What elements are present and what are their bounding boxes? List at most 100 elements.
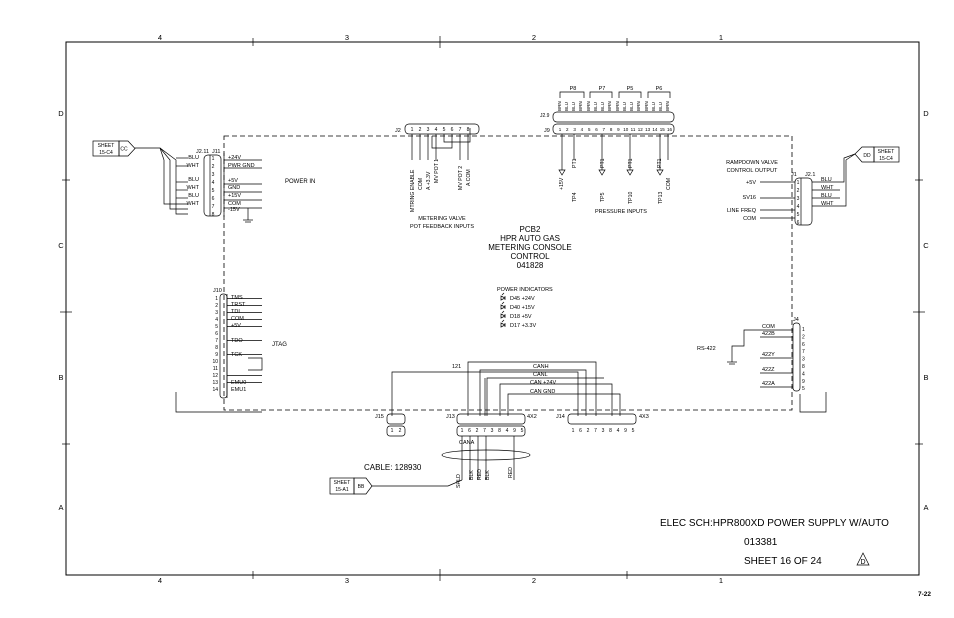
signal-label: COM — [228, 201, 241, 207]
pin-number: 2 — [566, 127, 569, 132]
svg-text:1: 1 — [391, 428, 394, 434]
pin-number: 5 — [521, 428, 524, 434]
wire-color: WHT — [821, 201, 834, 207]
pin-number: 5 — [215, 324, 218, 330]
row-label: A — [58, 503, 63, 512]
signal-label: A COM — [466, 169, 472, 186]
signal-label: PT1 — [600, 158, 606, 168]
svg-text:3: 3 — [212, 172, 215, 178]
pcb-title-line: METERING CONSOLE — [488, 243, 572, 252]
signal-label: PT1 — [572, 158, 578, 168]
led-label: D40 +15V — [510, 305, 535, 311]
pin-number: 7 — [483, 428, 486, 434]
signal-label: -15V — [228, 207, 240, 213]
pcb-part-number: 041828 — [517, 261, 544, 270]
svg-text:1: 1 — [411, 127, 414, 133]
pin-number: 8 — [802, 364, 805, 370]
metering-label: POT FEEDBACK INPUTS — [410, 224, 474, 230]
svg-text:5: 5 — [443, 127, 446, 133]
col-label: 4 — [158, 576, 162, 585]
signal-label: MV POT 2 — [458, 166, 464, 190]
test-point: TP13 — [658, 191, 664, 204]
pin-number: 7 — [215, 338, 218, 344]
pin-number: 4 — [802, 371, 805, 377]
connector-label: J14 — [556, 414, 565, 420]
wire-color: BLU — [658, 102, 663, 111]
cana-label: CANA — [459, 440, 475, 446]
wire-color: BLU — [821, 177, 832, 183]
signal-label: COM — [666, 178, 672, 190]
pin-number: 5 — [588, 127, 591, 132]
grid-row-labels-right: D C B A — [923, 109, 929, 512]
revision-letter: D — [860, 559, 865, 566]
signal-label: PT1 — [628, 158, 634, 168]
signal-label: 422Y — [762, 352, 775, 358]
wire-color: SHLD — [456, 474, 462, 488]
col-label: 1 — [719, 576, 723, 585]
pin-number: 13 — [212, 380, 218, 386]
jtag-label: JTAG — [272, 342, 287, 348]
signal-label: GND — [228, 185, 240, 191]
signal-label: TRST — [231, 302, 246, 308]
col-label: 3 — [345, 576, 349, 585]
harness-label: J2.11 — [196, 149, 209, 155]
svg-text:2: 2 — [399, 428, 402, 434]
pin-number: 2 — [476, 428, 479, 434]
pin-number: 11 — [213, 366, 218, 372]
pin-number: 10 — [623, 127, 629, 132]
sheet-ref-tag: DD — [863, 153, 871, 159]
wire-color: BLU — [188, 193, 199, 199]
pin-number: 9 — [617, 127, 620, 132]
pin-number: 3 — [602, 428, 605, 434]
wire-color: BLK — [469, 470, 475, 480]
wire-color: BLU — [571, 102, 576, 111]
sheet-ref-label: SHEET — [98, 143, 115, 149]
pin-number: 15 — [660, 127, 666, 132]
signal-label: MV POT 1 — [434, 159, 440, 183]
signal-label: 422A — [762, 381, 775, 387]
signal-label: +15V — [559, 177, 565, 190]
pin-number: 14 — [652, 127, 658, 132]
pin-number: 6 — [468, 428, 471, 434]
col-label: 1 — [719, 33, 723, 42]
wire-color: BLU — [188, 155, 199, 161]
pin-number: 1 — [461, 428, 464, 434]
power-in-signals: +24V PWR GND +5V GND +15V COM -15V — [228, 155, 255, 213]
border-ticks — [60, 36, 925, 581]
sheet-ref-dd: DD SHEET 15-C4 — [854, 146, 900, 163]
pin-number: 3 — [215, 310, 218, 316]
row-label: B — [58, 373, 63, 382]
wire-color: BLU — [600, 102, 605, 111]
svg-text:7: 7 — [212, 204, 215, 210]
wire-color: BRN — [607, 101, 612, 111]
signal-label: COM — [762, 324, 775, 330]
power-in-wire-labels: BLU WHT BLU WHT BLU WHT — [186, 155, 199, 207]
pin-number: 12 — [212, 373, 218, 379]
jumper-label: 4X3 — [639, 414, 649, 420]
led-indicator: D17 +3.3V — [500, 319, 536, 329]
pin-number: 13 — [645, 127, 651, 132]
grid-column-labels-bottom: 4 3 2 1 — [158, 576, 723, 585]
led-indicator: D18 +5V — [500, 310, 532, 320]
wire-color: RED — [477, 469, 483, 480]
pin-number: 6 — [579, 428, 582, 434]
sensor-group: P8 — [570, 86, 577, 92]
sheet-ref-label: SHEET — [878, 149, 895, 155]
bus-label: CANH — [533, 364, 549, 370]
row-label: B — [923, 373, 928, 382]
pin-number: 8 — [498, 428, 501, 434]
wire-color: BLU — [629, 102, 634, 111]
row-label: A — [923, 503, 928, 512]
wire-color: BRN — [578, 101, 583, 111]
sensor-group: P5 — [627, 86, 634, 92]
bus-label: 121 — [452, 364, 461, 370]
pin-number: 4 — [617, 428, 620, 434]
signal-label: TDO — [231, 338, 243, 344]
col-label: 4 — [158, 33, 162, 42]
pcb-title-line: HPR AUTO GAS — [500, 234, 560, 243]
svg-text:6: 6 — [797, 220, 800, 226]
